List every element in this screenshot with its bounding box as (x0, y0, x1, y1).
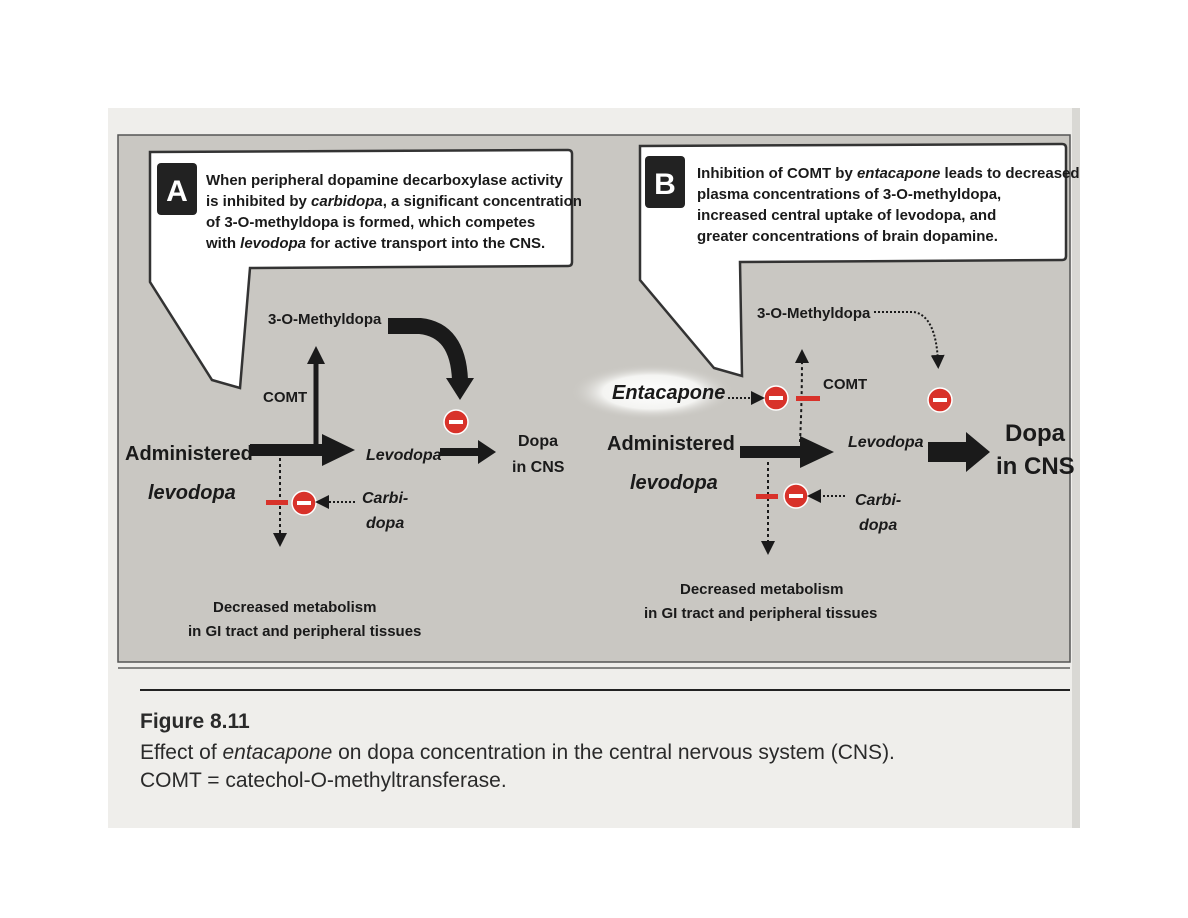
a-decreased-2: in GI tract and peripheral tissues (188, 623, 421, 640)
a-administered: Administered (125, 443, 253, 465)
b-administered: Administered (607, 433, 735, 455)
figure-caption-line2: COMT = catechol-O-methyltransferase. (140, 769, 507, 792)
badge-b (645, 156, 685, 208)
a-comt: COMT (263, 389, 307, 406)
callout-a-line4: with levodopa for active transport into … (205, 235, 545, 252)
callout-a (148, 148, 574, 390)
b-red-bar (756, 494, 778, 499)
badge-b-letter: B (654, 168, 676, 201)
badge-a-letter: A (166, 175, 188, 208)
b-entacapone: Entacapone (612, 382, 725, 404)
b-red-bar-top (796, 396, 820, 401)
a-methyldopa: 3-O-Methyldopa (268, 311, 382, 328)
b-dopa: Dopa (1005, 420, 1066, 447)
panel-b: B Inhibition of COMT by entacapone leads… (570, 142, 1080, 622)
badge-a (157, 163, 197, 215)
callout-a-line3: of 3-O-methyldopa is formed, which compe… (206, 214, 535, 231)
callout-a-line2: is inhibited by carbidopa, a significant… (206, 193, 582, 210)
figure-caption-line1: Effect of entacapone on dopa concentrati… (140, 741, 895, 764)
b-decreased-1: Decreased metabolism (680, 581, 843, 598)
panel-a: A When peripheral dopamine decarboxylase… (125, 148, 582, 640)
callout-b-line4: greater concentrations of brain dopamine… (697, 228, 998, 245)
callout-b (638, 142, 1068, 378)
b-methyldopa: 3-O-Methyldopa (757, 305, 871, 322)
b-main-arrow (740, 436, 834, 468)
b-carbi: Carbi- (855, 492, 901, 509)
a-levodopa: Levodopa (366, 447, 442, 464)
b-comt: COMT (823, 376, 867, 393)
callout-a-line1: When peripheral dopamine decarboxylase a… (206, 172, 563, 189)
a-carbi: Carbi- (362, 490, 408, 507)
entacapone-glow (570, 364, 734, 420)
a-up-arrow (307, 346, 325, 364)
figure-caption-title: Figure 8.11 (140, 710, 250, 733)
a-dopa: Dopa (518, 433, 558, 450)
a-levodopa-italic: levodopa (148, 482, 236, 504)
b-curve-dotted (874, 311, 945, 369)
callout-b-line2: plasma concentrations of 3-O-methyldopa, (697, 186, 1001, 203)
b-in-cns: in CNS (996, 453, 1075, 480)
b-carbi-dopa: dopa (859, 517, 897, 534)
a-in-cns: in CNS (512, 459, 565, 476)
page-edge (1072, 108, 1080, 828)
callout-b-line1: Inhibition of COMT by entacapone leads t… (697, 165, 1080, 182)
a-decreased-1: Decreased metabolism (213, 599, 376, 616)
b-levodopa: Levodopa (848, 434, 924, 451)
a-carbi-dopa: dopa (366, 515, 404, 532)
a-curve-arrow (446, 378, 474, 400)
a-red-bar (266, 500, 288, 505)
a-dopa-arrow (440, 440, 496, 464)
b-dopa-arrow (928, 432, 990, 472)
b-decreased-2: in GI tract and peripheral tissues (644, 605, 877, 622)
a-main-arrow (250, 434, 355, 466)
callout-b-line3: increased central uptake of levodopa, an… (697, 207, 996, 224)
b-levodopa-italic: levodopa (630, 472, 718, 494)
